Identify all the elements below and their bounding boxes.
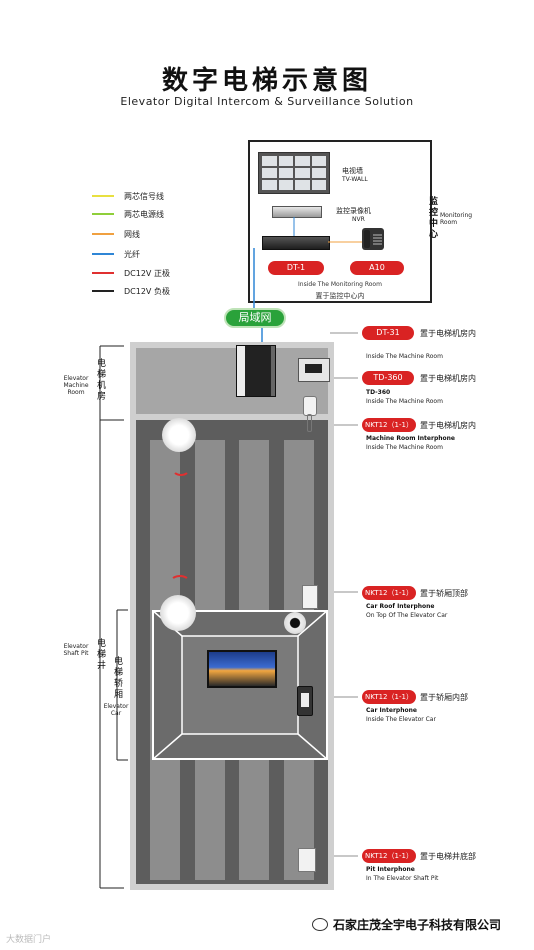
- callout-en: On Top Of The Elevator Car: [366, 612, 448, 619]
- nvr-device: [272, 206, 322, 218]
- car-interphone: [297, 686, 313, 716]
- machine-room-en: Elevator Machine Room: [63, 375, 89, 396]
- lan-label: 局域网: [238, 311, 272, 324]
- callout-title: Car Roof Interphone: [366, 603, 435, 610]
- tag-dt1: DT-1: [268, 261, 324, 275]
- callout-en: Inside The Elevator Car: [366, 716, 436, 723]
- shaft-cn: 电梯井: [95, 638, 105, 671]
- callout-en: Inside The Machine Room: [366, 398, 443, 405]
- callout-cn: 置于轿厢顶部: [420, 589, 468, 598]
- monitoring-room: [248, 140, 432, 303]
- callout-tag: NKT12（1-1）B1: [362, 690, 416, 715]
- dome-camera: [284, 612, 306, 634]
- legend-item: 两芯信号线: [92, 189, 164, 203]
- wifi-icon: [170, 575, 190, 589]
- page-title: 数字电梯示意图: [161, 66, 372, 96]
- car-display-screen: [207, 650, 277, 688]
- monitoring-center-cn: 监控中心: [427, 196, 437, 240]
- machine-room-area: [130, 342, 334, 420]
- wireless-ap-car: [160, 595, 196, 631]
- page-subtitle: Elevator Digital Intercom & Surveillance…: [120, 95, 414, 108]
- dt1-server: [262, 236, 330, 250]
- legend-item: 网线: [92, 227, 140, 241]
- car-en: Elevator Car: [103, 703, 129, 717]
- legend-item: 两芯电源线: [92, 207, 164, 221]
- callout-cn: 置于电梯机房内: [420, 329, 476, 338]
- callout-cn: 置于轿厢内部: [420, 693, 468, 702]
- legend-label: 两芯信号线: [124, 191, 164, 201]
- legend-swatch: [92, 253, 114, 255]
- td360-device: [298, 358, 330, 382]
- legend-item: DC12V 负极: [92, 284, 170, 298]
- callout-title: Car Interphone: [366, 707, 417, 714]
- nvr-cn: 监控录像机: [336, 207, 371, 215]
- callout-cn: 置于电梯机房内: [420, 421, 476, 430]
- legend-label: DC12V 负极: [124, 286, 170, 296]
- tv-wall-en: TV-WALL: [342, 176, 368, 183]
- monitoring-inside-en: Inside The Monitoring Room: [298, 281, 382, 288]
- callout-title: TD-360: [366, 389, 391, 396]
- a10-phone-icon: [362, 228, 384, 250]
- monitoring-center-en: Monitoring Room: [440, 212, 473, 226]
- callout-tag: NKT12（1-1）B1: [362, 586, 416, 611]
- lan-badge: 局域网: [224, 308, 286, 328]
- wireless-ap-top: [162, 418, 196, 452]
- machine-room-cn: 电梯机房: [95, 358, 105, 402]
- car-roof-interphone: [302, 585, 318, 609]
- callout-en: Inside The Machine Room: [366, 353, 443, 360]
- tag-a10: A10: [350, 261, 404, 275]
- company-name: 石家庄茂全宇电子科技有限公司: [333, 918, 502, 932]
- callout-cn: 置于电梯机房内: [420, 374, 476, 383]
- interphone-cord: [307, 414, 312, 432]
- wechat-icon: [312, 918, 328, 931]
- callout-title: Machine Room Interphone: [366, 435, 455, 442]
- tv-wall-cn: 电视墙: [342, 167, 363, 175]
- callout-tag: NKT12（1-1）B1: [362, 849, 416, 874]
- legend-label: 光纤: [124, 249, 140, 259]
- machine-room-interphone: [303, 396, 317, 416]
- legend-swatch: [92, 290, 114, 292]
- legend-swatch: [92, 233, 114, 235]
- legend-swatch: [92, 195, 114, 197]
- legend-label: 两芯电源线: [124, 209, 164, 219]
- legend-item: 光纤: [92, 247, 140, 261]
- tv-wall: [258, 152, 330, 194]
- nvr-en: NVR: [352, 216, 365, 223]
- monitoring-room-bracket: [430, 140, 432, 303]
- callout-en: Inside The Machine Room: [366, 444, 443, 451]
- dt31-device: [236, 345, 276, 397]
- car-cn: 电梯轿厢: [112, 656, 122, 700]
- legend-label: 网线: [124, 229, 140, 239]
- legend-swatch: [92, 272, 114, 274]
- legend-swatch: [92, 213, 114, 215]
- legend-item: DC12V 正极: [92, 266, 170, 280]
- wifi-icon: [172, 462, 190, 476]
- legend-label: DC12V 正极: [124, 268, 170, 278]
- monitoring-inside-cn: 置于监控中心内: [315, 292, 365, 300]
- callout-title: Pit Interphone: [366, 866, 415, 873]
- shaft-en: Elevator Shaft Pit: [63, 643, 89, 657]
- callout-en: In The Elevator Shaft Pit: [366, 875, 439, 882]
- callout-tag: TD-360: [362, 371, 414, 385]
- pit-interphone: [298, 848, 316, 872]
- watermark: 大数据门户: [6, 935, 52, 945]
- callout-tag: NKT12（1-1）A: [362, 418, 416, 443]
- callout-tag: DT-31: [362, 326, 414, 340]
- callout-cn: 置于电梯井底部: [420, 852, 476, 861]
